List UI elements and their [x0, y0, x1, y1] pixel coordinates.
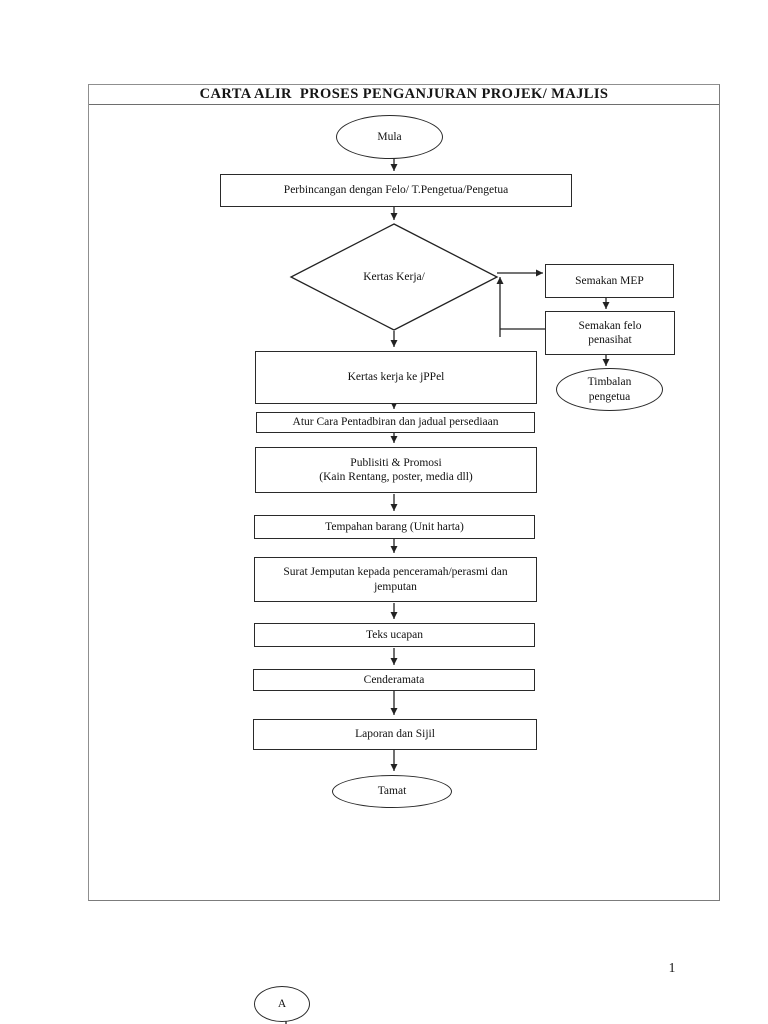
process-perbincangan: Perbincangan dengan Felo/ T.Pengetua/Pen…: [220, 174, 572, 207]
process-surat-jemputan-line2: jemputan: [374, 580, 417, 593]
terminator-timbalan-pengetua: Timbalan pengetua: [556, 368, 663, 411]
page-number: 1: [668, 960, 676, 975]
terminator-mula-label: Mula: [377, 130, 402, 143]
process-tempahan: Tempahan barang (Unit harta): [254, 515, 535, 539]
process-surat-jemputan-line1: Surat Jemputan kepada penceramah/perasmi…: [283, 566, 508, 579]
process-atur-cara-label: Atur Cara Pentadbiran dan jadual persedi…: [292, 416, 499, 429]
connector-a-label: A: [277, 997, 287, 1010]
process-publisiti-line2: (Kain Rentang, poster, media dll): [319, 471, 473, 483]
process-laporan-sijil: Laporan dan Sijil: [253, 719, 537, 750]
process-semakan-mep-label: Semakan MEP: [575, 274, 644, 287]
process-laporan-sijil-label: Laporan dan Sijil: [355, 728, 435, 741]
process-teks-ucapan: Teks ucapan: [254, 623, 535, 647]
process-tempahan-label: Tempahan barang (Unit harta): [325, 520, 464, 533]
process-surat-jemputan: Surat Jemputan kepada penceramah/perasmi…: [254, 557, 537, 602]
process-atur-cara: Atur Cara Pentadbiran dan jadual persedi…: [256, 412, 535, 433]
terminator-mula: Mula: [336, 115, 443, 159]
process-publisiti-line1: Publisiti & Promosi: [350, 456, 442, 469]
terminator-timbalan-line1: Timbalan: [587, 376, 632, 389]
process-semakan-felo-line2: penasihat: [588, 334, 632, 346]
process-semakan-felo-line1: Semakan felo: [578, 319, 642, 332]
process-teks-ucapan-label: Teks ucapan: [366, 628, 423, 641]
process-kertas-kerja-jppel: Kertas kerja ke jPPel: [255, 351, 537, 404]
terminator-timbalan-line2: pengetua: [588, 390, 631, 403]
process-cenderamata: Cenderamata: [253, 669, 535, 691]
process-kertas-kerja-jppel-label: Kertas kerja ke jPPel: [347, 371, 445, 384]
process-cenderamata-label: Cenderamata: [363, 673, 425, 686]
connector-a: A: [254, 986, 310, 1022]
process-semakan-felo: Semakan felo penasihat: [545, 311, 675, 355]
process-semakan-mep: Semakan MEP: [545, 264, 674, 298]
terminator-tamat-label: Tamat: [377, 785, 407, 798]
flowchart-title-band: CARTA ALIR PROSES PENGANJURAN PROJEK/ MA…: [89, 85, 719, 105]
terminator-tamat: Tamat: [332, 775, 452, 808]
decision-kertas-kerja: Kertas Kerja/: [291, 224, 497, 330]
flowchart-frame: CARTA ALIR PROSES PENGANJURAN PROJEK/ MA…: [88, 84, 720, 901]
flowchart-title: CARTA ALIR PROSES PENGANJURAN PROJEK/ MA…: [199, 86, 609, 102]
decision-diamond-shape: [289, 223, 499, 331]
decision-kertas-kerja-label: Kertas Kerja/: [363, 270, 425, 283]
process-publisiti: Publisiti & Promosi (Kain Rentang, poste…: [255, 447, 537, 493]
process-perbincangan-label: Perbincangan dengan Felo/ T.Pengetua/Pen…: [283, 184, 509, 197]
